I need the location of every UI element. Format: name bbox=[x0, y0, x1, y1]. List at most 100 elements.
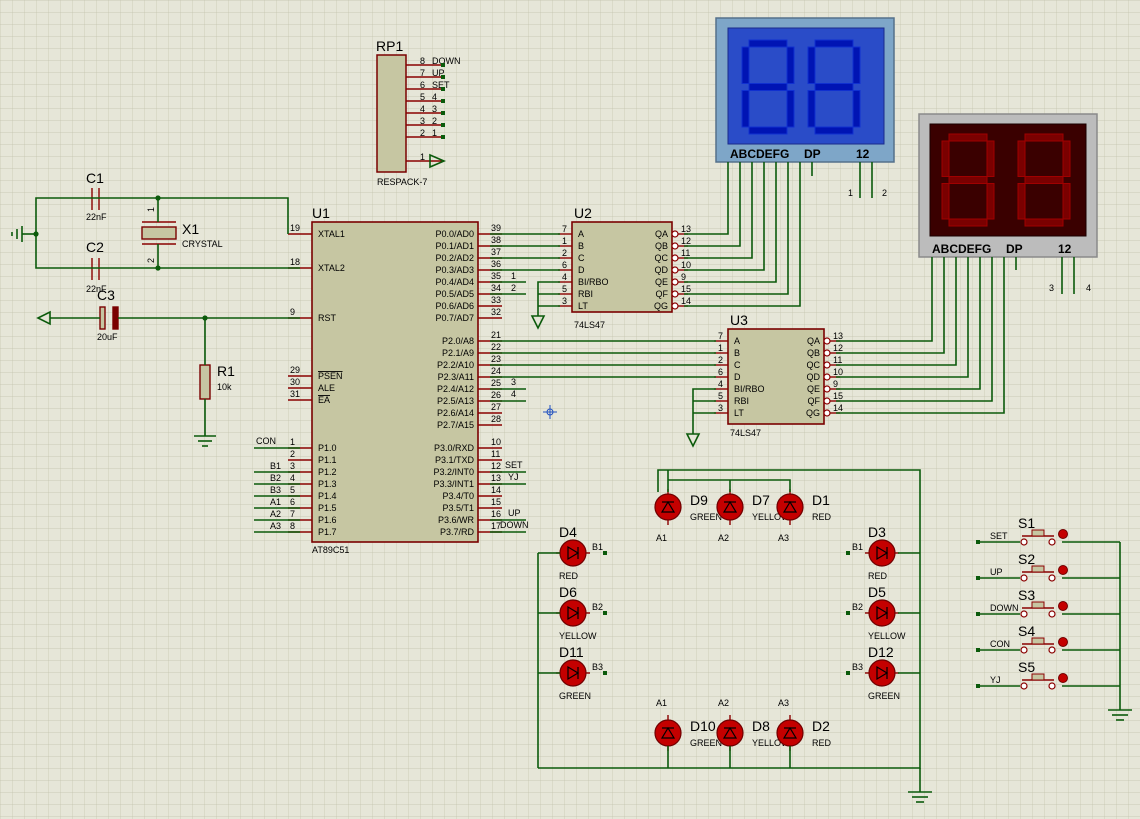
c1-ref: C1 bbox=[86, 170, 104, 186]
resistor-r1[interactable]: R1 10k bbox=[199, 363, 235, 400]
led-ref: D11 bbox=[559, 644, 584, 660]
wire-p2-u3 bbox=[490, 340, 716, 378]
led-body bbox=[776, 719, 804, 747]
respack-ref: RP1 bbox=[376, 38, 403, 54]
decoder-output-label: QG bbox=[654, 301, 668, 311]
wire-led-frame bbox=[538, 469, 921, 769]
switch-contact bbox=[1020, 646, 1028, 654]
decoder-input-number: 2 bbox=[562, 248, 567, 258]
capacitor-c1[interactable]: C1 22nF bbox=[86, 170, 107, 222]
mcu-pin-number: 33 bbox=[491, 295, 501, 305]
capacitor-c2[interactable]: C2 22nF bbox=[86, 239, 107, 294]
decoder-output-bubble bbox=[671, 278, 679, 286]
c2-value: 22nF bbox=[86, 284, 107, 294]
mcu-pin-label: P1.1 bbox=[318, 455, 337, 465]
mcu-pin-number: 6 bbox=[290, 497, 295, 507]
decoder-input-number: 7 bbox=[718, 331, 723, 341]
led-diode-symbol bbox=[567, 605, 580, 621]
decoder-input-label: RBI bbox=[578, 289, 593, 299]
display-segment bbox=[1062, 140, 1071, 177]
switch-button bbox=[1031, 565, 1045, 573]
junction-reset bbox=[202, 315, 208, 321]
led-color-label: RED bbox=[559, 571, 579, 581]
led-body bbox=[654, 493, 682, 521]
decoder-input-number: 5 bbox=[718, 391, 723, 401]
respack-pin-number: 4 bbox=[420, 104, 425, 114]
junction-crystal-top bbox=[155, 195, 161, 201]
led-net-dot bbox=[846, 611, 850, 615]
decoder-u3-ref: U3 bbox=[730, 312, 748, 328]
decoder-output-label: QE bbox=[655, 277, 668, 287]
switch-net-label: CON bbox=[990, 639, 1010, 649]
decoder-output-label: QF bbox=[656, 289, 669, 299]
decoder-output-bubble bbox=[823, 373, 831, 381]
wire-switch-nets bbox=[978, 541, 1020, 687]
switch-net-label: UP bbox=[990, 567, 1003, 577]
u2-ground-arrow bbox=[530, 315, 546, 330]
mcu-pin-number: 1 bbox=[290, 437, 295, 447]
display-segment bbox=[948, 133, 988, 142]
led-net-label: B1 bbox=[852, 542, 863, 552]
net-label-a3: A3 bbox=[270, 521, 281, 531]
led-diode-symbol bbox=[876, 665, 889, 681]
mcu-pin-label: EA bbox=[318, 395, 330, 405]
led-net-label: B3 bbox=[592, 662, 603, 672]
decoder-output-bubble bbox=[671, 230, 679, 238]
crystal-x1[interactable]: X1 CRYSTAL 1 2 bbox=[141, 207, 223, 263]
junction-crystal-bottom bbox=[155, 265, 161, 271]
led-ref: D7 bbox=[752, 492, 770, 508]
decoder-output-label: QG bbox=[806, 408, 820, 418]
led-color-label: YELLOW bbox=[752, 738, 790, 748]
switch-contact bbox=[1048, 538, 1056, 546]
mcu-pin-number: 11 bbox=[491, 449, 500, 459]
switch-net-label: DOWN bbox=[990, 603, 1019, 613]
display-red-seg-label: ABCDEFG bbox=[932, 242, 991, 256]
led-net-dot bbox=[603, 551, 607, 555]
x1-ref: X1 bbox=[182, 221, 199, 237]
wire-u3-display bbox=[836, 257, 1005, 414]
switch-net-label: SET bbox=[990, 531, 1008, 541]
mcu-pin-number: 8 bbox=[290, 521, 295, 531]
mcu-pin-label: P3.3/INT1 bbox=[433, 479, 474, 489]
net-label-p2-3: 3 bbox=[511, 377, 516, 387]
crystal-body bbox=[141, 226, 177, 240]
net-label-up: UP bbox=[508, 508, 521, 518]
display-red[interactable]: ABCDEFG DP 12 3 4 bbox=[918, 113, 1098, 293]
mcu-pin-number: 30 bbox=[290, 377, 300, 387]
respack-pin-label: 3 bbox=[432, 104, 437, 114]
switch-contact bbox=[1020, 538, 1028, 546]
mcu-pin-number: 2 bbox=[290, 449, 295, 459]
led-diode-symbol bbox=[567, 545, 580, 561]
switch-contact bbox=[1048, 610, 1056, 618]
display-blue[interactable]: ABCDEFG DP 12 1 2 bbox=[715, 17, 895, 198]
mcu-pin-label: P1.0 bbox=[318, 443, 337, 453]
switch-button bbox=[1031, 529, 1045, 537]
mcu-u1[interactable]: U1 AT89C51 19XTAL118XTAL29RST29PSEN30ALE… bbox=[288, 205, 502, 555]
led-color-label: RED bbox=[812, 512, 832, 522]
mcu-right-pins: 39P0.0/AD038P0.1/AD137P0.2/AD236P0.3/AD3… bbox=[433, 223, 502, 537]
led-diode-symbol bbox=[876, 605, 889, 621]
wire-u2-control bbox=[537, 281, 560, 316]
decoder-output-number: 12 bbox=[833, 343, 843, 353]
switch-button bbox=[1031, 673, 1045, 681]
led-net-dot bbox=[603, 671, 607, 675]
decoder-u3-part: 74LS47 bbox=[730, 428, 761, 438]
display-segment bbox=[1024, 218, 1064, 227]
